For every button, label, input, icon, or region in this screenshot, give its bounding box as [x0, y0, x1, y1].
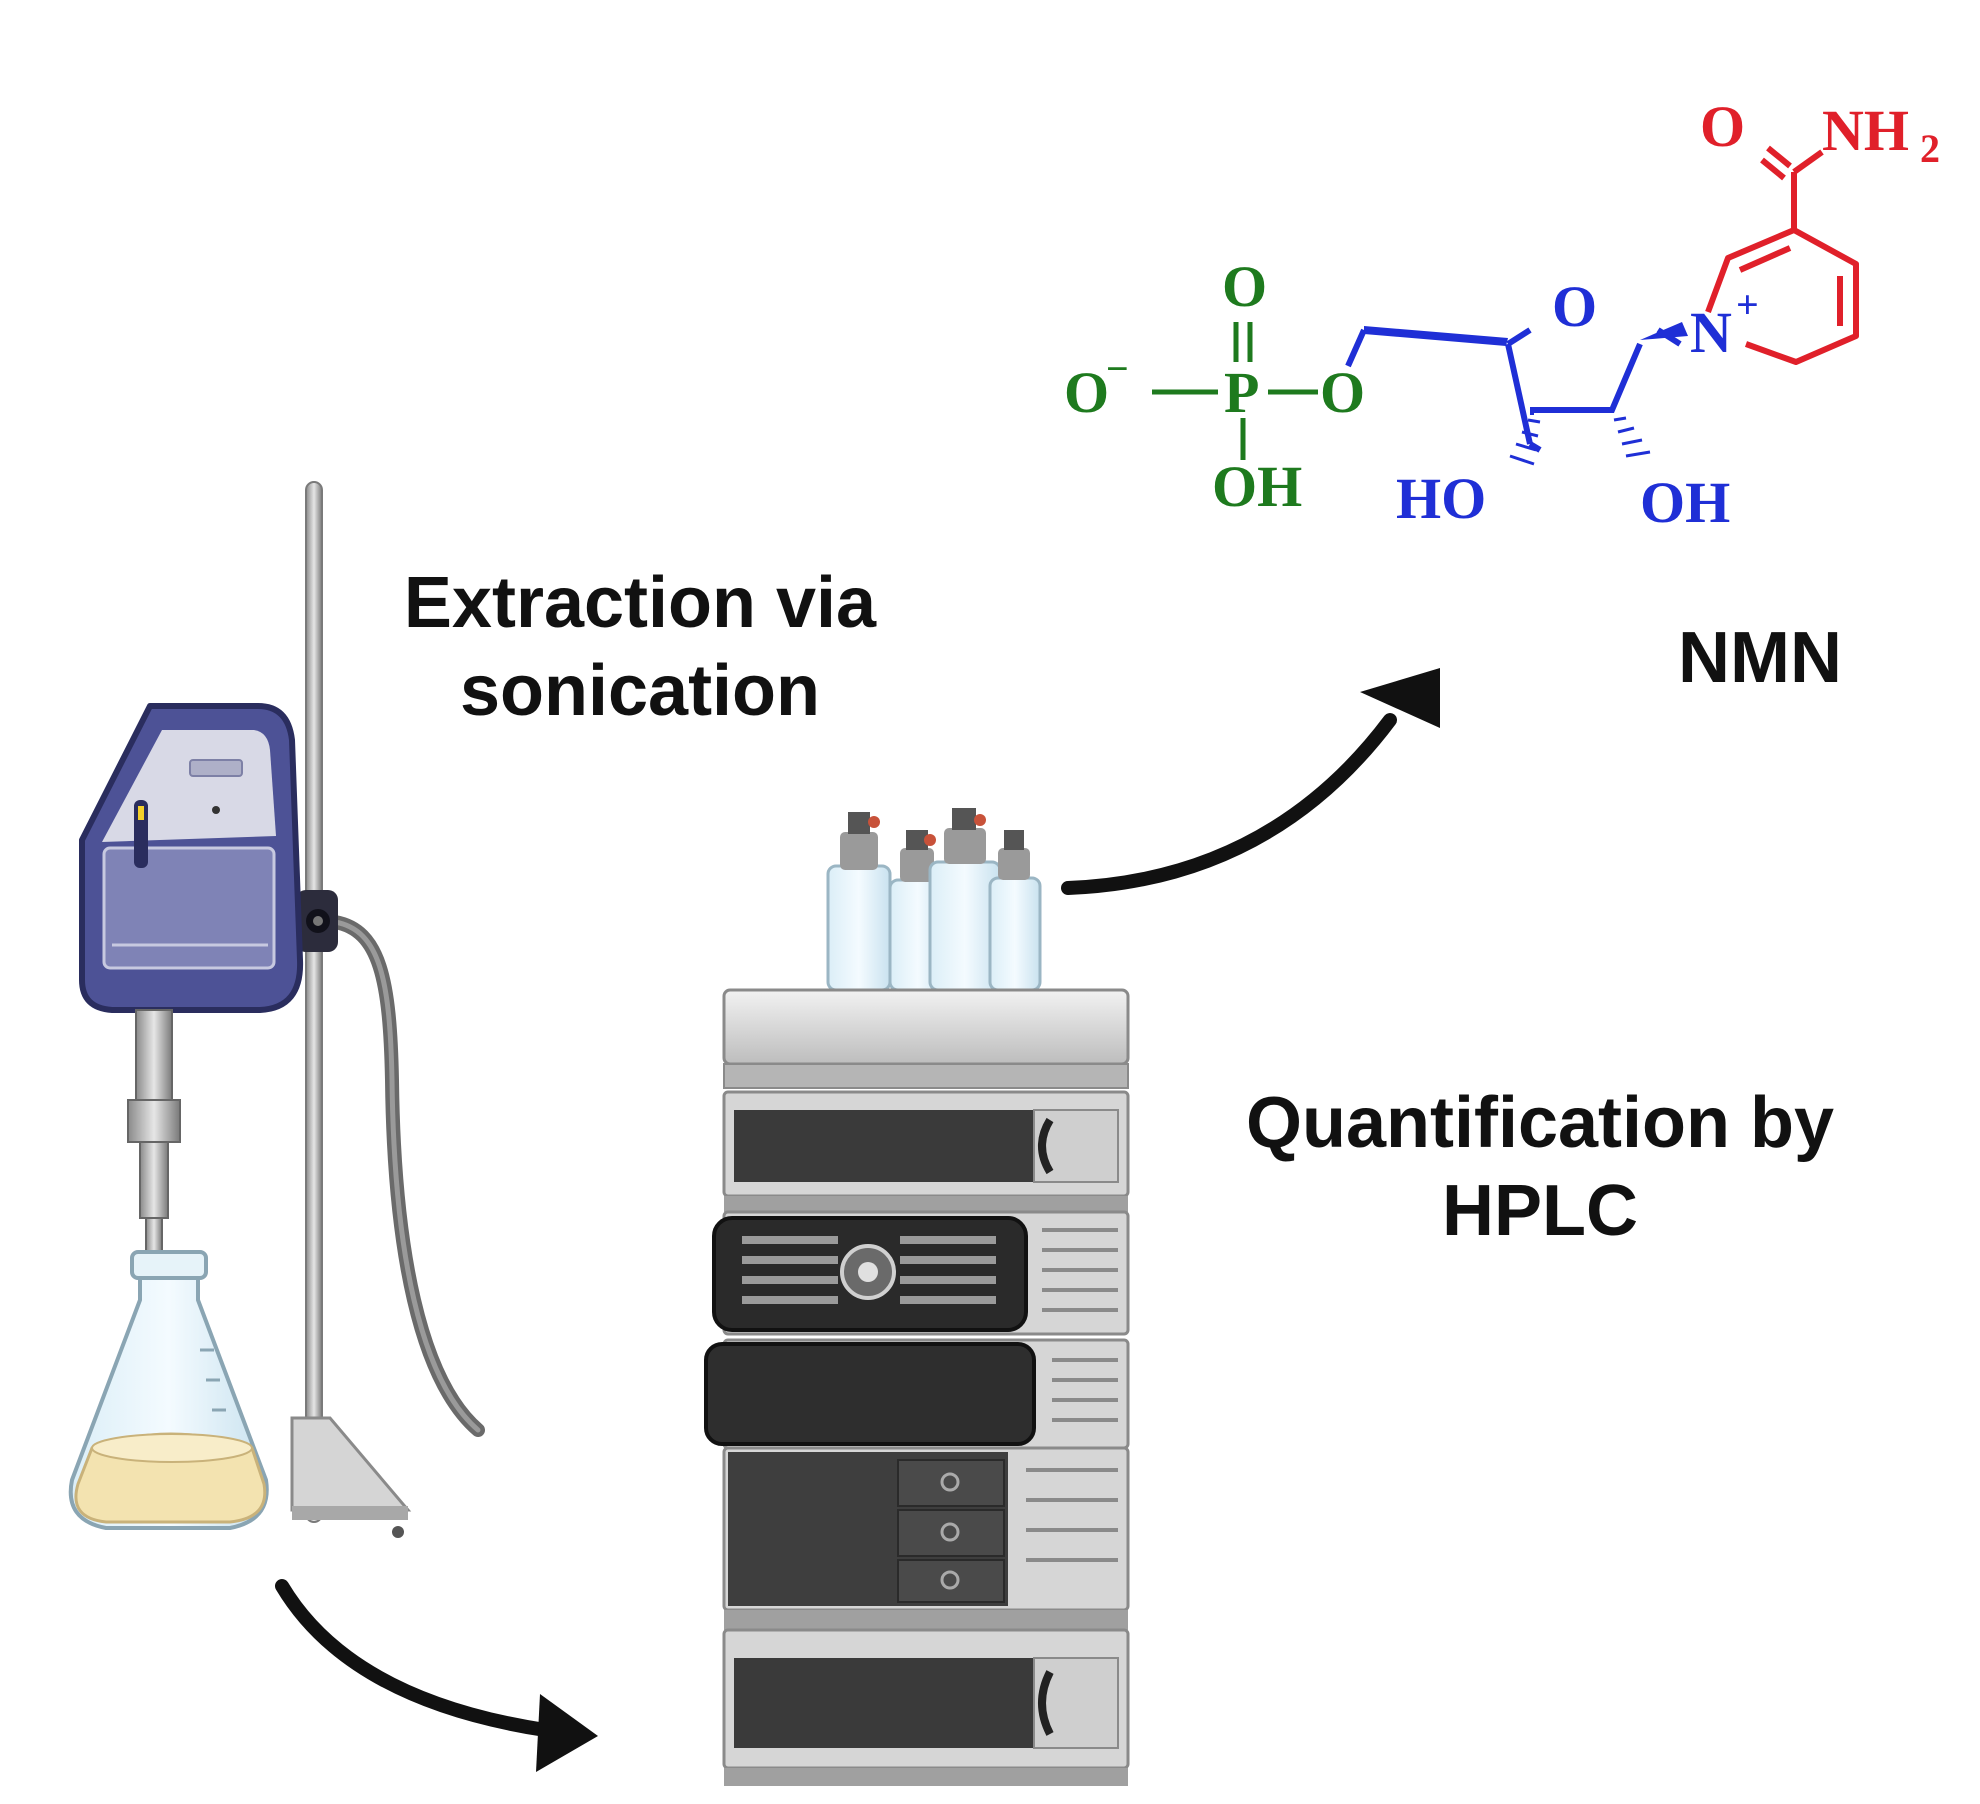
atom-ho-left: HO [1396, 466, 1486, 531]
atom-charge-plus: + [1736, 282, 1759, 327]
arrow-hplc-to-nmn [1061, 668, 1440, 895]
atom-nh2: NH [1822, 98, 1909, 163]
atom-oh-right: OH [1640, 470, 1730, 535]
atom-charge-minus: − [1106, 346, 1129, 391]
erlenmeyer-flask-icon [68, 1250, 269, 1530]
quantification-label-line-1: Quantification by [1245, 1083, 1835, 1163]
sonicator-icon [79, 481, 485, 1538]
atom-ester-o: O [1320, 360, 1365, 425]
extraction-label-line-2: sonication [459, 650, 821, 731]
quantification-label-line-2: HPLC [1442, 1170, 1638, 1251]
extraction-label-line-1: Extraction via [403, 563, 877, 643]
arrow-sonication-to-hplc [275, 1579, 598, 1772]
atom-o-minus: O [1064, 360, 1109, 425]
atom-ring-o: O [1552, 274, 1597, 339]
quantification-label: Quantification by HPLC [1180, 1080, 1900, 1256]
atom-p-double-o: O [1222, 254, 1267, 319]
atom-n-plus: N [1690, 300, 1732, 365]
hplc-instrument-icon [704, 988, 1130, 1786]
atom-o-carbonyl: O [1700, 94, 1745, 159]
nmn-structure: O NH 2 N + O O O − P O OH HO OH [1064, 94, 1940, 535]
atom-nh2-subscript: 2 [1920, 126, 1940, 171]
extraction-label: Extraction via sonication [360, 560, 920, 736]
compound-label: NMN [1678, 618, 1842, 698]
solvent-bottles-icon [826, 808, 1042, 992]
atom-phosphorus: P [1224, 360, 1259, 425]
atom-p-oh: OH [1212, 454, 1302, 519]
